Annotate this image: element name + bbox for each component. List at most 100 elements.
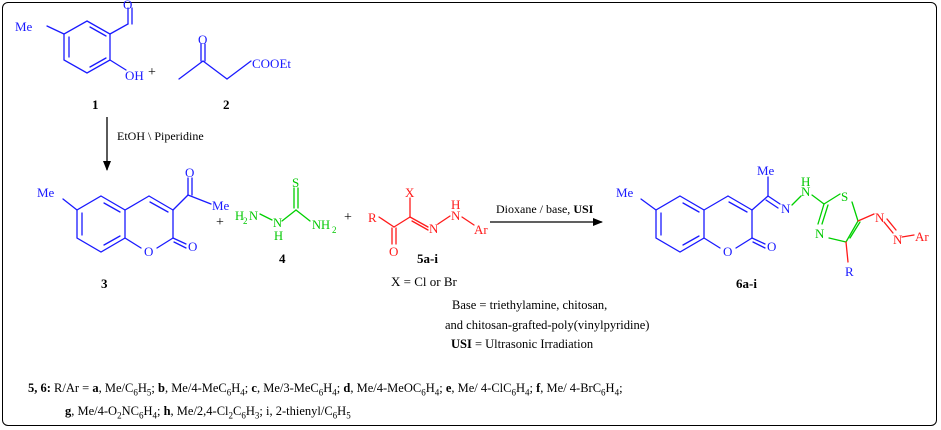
- c6-me-ring-label: Me: [616, 185, 634, 200]
- c4-nh-h: H: [274, 229, 283, 243]
- c6-ar-label: Ar: [915, 229, 929, 244]
- step2-conditions: Dioxane / base, USI: [496, 202, 594, 216]
- legend-fragment: 6: [332, 410, 338, 421]
- legend-fragment: 4: [240, 387, 245, 398]
- c4-nh2-sub: 2: [332, 225, 337, 235]
- c5-n2-label: N: [451, 208, 461, 223]
- step1-conditions: EtOH \ Piperidine: [117, 129, 204, 143]
- c6-imine-n-label: N: [781, 201, 791, 216]
- c1-o-label: O: [123, 0, 132, 12]
- legend-fragment: f: [536, 381, 541, 395]
- compound-3-structure: Me O O O Me 3: [37, 165, 230, 291]
- legend-fragment: 6: [511, 387, 516, 398]
- compound-5-structure: X R O N N H Ar 5a-i X = Cl or Br: [368, 185, 488, 289]
- legend-fragment: a: [92, 381, 99, 395]
- compound-1-number: 1: [92, 97, 99, 112]
- legend-fragment: H: [337, 404, 347, 418]
- legend-fragment: 6: [601, 387, 606, 398]
- legend-fragment: 6: [226, 387, 232, 398]
- usi-note: USI = Ultrasonic Irradiation: [451, 337, 594, 351]
- base-note-line1: Base = triethylamine, chitosan,: [452, 298, 608, 312]
- c6-nh-n-label: N: [801, 184, 811, 199]
- compound-2-structure: O COOEt 2: [178, 32, 291, 112]
- legend-fragment: b: [157, 381, 165, 395]
- legend-fragment: 2: [228, 410, 234, 421]
- c4-nh-n: N: [273, 216, 282, 230]
- plus-sign-1: +: [148, 65, 156, 80]
- c2-ester-label: COOEt: [252, 56, 291, 71]
- c4-h2n-n: N: [249, 209, 258, 223]
- legend-fragment: ;: [439, 381, 446, 395]
- compound-5-number: 5a-i: [417, 251, 438, 266]
- c3-acyl-o-label: O: [185, 165, 194, 180]
- compound-6-number: 6a-i: [736, 276, 757, 291]
- c6-azo-n1-label: N: [875, 210, 885, 225]
- c3-ring-o-label: O: [144, 244, 153, 259]
- legend-fragment: 6: [421, 387, 426, 398]
- legend-fragment: 4: [614, 387, 620, 398]
- legend-fragment: NC: [121, 404, 139, 418]
- legend-fragment: 6: [133, 387, 138, 398]
- legend-fragment: H: [515, 381, 525, 395]
- c5-x-definition: X = Cl or Br: [391, 274, 458, 289]
- legend-fragment: ;: [151, 381, 158, 395]
- legend-fragment: R/Ar =: [50, 381, 93, 395]
- legend-fragment: H: [425, 381, 435, 395]
- c5-o-label: O: [389, 244, 398, 259]
- c4-h2n-sub: 2: [243, 216, 248, 226]
- c4-s-label: S: [292, 175, 299, 190]
- c6-azo-n2-label: N: [893, 232, 903, 247]
- legend-fragment: g: [65, 404, 72, 418]
- substituent-legend-line1: 5, 6: R/Ar = a, Me/C6H5; b, Me/4-MeC6H4;…: [28, 381, 623, 398]
- legend-fragment: 5: [146, 387, 152, 398]
- c3-me-ring-label: Me: [37, 185, 55, 200]
- c6-s-label: S: [841, 189, 848, 204]
- compound-4-number: 4: [279, 251, 286, 266]
- legend-fragment: h: [163, 404, 171, 418]
- legend-fragment: 4: [152, 410, 157, 421]
- c5-ar-label: Ar: [474, 222, 488, 237]
- legend-fragment: C: [233, 404, 242, 418]
- legend-fragment: H: [245, 404, 255, 418]
- legend-fragment: ;: [336, 381, 344, 395]
- legend-fragment: 6: [138, 410, 144, 421]
- legend-fragment: ;: [244, 381, 252, 395]
- c2-o-label: O: [198, 32, 207, 47]
- c5-h-label: H: [451, 197, 460, 212]
- legend-fragment: H: [605, 381, 615, 395]
- legend-fragment: , Me/4-O: [71, 404, 118, 418]
- legend-fragment: 3: [254, 410, 260, 421]
- legend-fragment: H: [323, 381, 333, 395]
- legend-fragment: ;: [619, 381, 623, 395]
- figure-frame: [2, 2, 937, 426]
- legend-fragment: e: [445, 381, 452, 395]
- c5-x-label: X: [405, 185, 415, 200]
- legend-fragment: 4: [332, 387, 337, 398]
- legend-fragment: ;: [156, 404, 164, 418]
- legend-fragment: H: [231, 381, 241, 395]
- legend-fragment: ; i, 2-thienyl/C: [259, 404, 333, 418]
- compound-6-structure: Me Me O O N N H S N N N Ar R 6a-i: [616, 163, 929, 291]
- compound-3-number: 3: [101, 276, 108, 291]
- c6-me-top-label: Me: [757, 163, 775, 178]
- plus-sign-2: +: [216, 215, 224, 230]
- c1-oh-label: OH: [125, 68, 144, 83]
- legend-fragment: , Me/ 4-ClC: [451, 381, 512, 395]
- compound-2-number: 2: [223, 97, 230, 112]
- legend-fragment: , Me/3-MeC: [256, 381, 319, 395]
- legend-fragment: H: [143, 404, 153, 418]
- legend-fragment: , Me/C: [98, 381, 134, 395]
- legend-fragment: ;: [529, 381, 537, 395]
- c6-carbonyl-o-label: O: [767, 239, 776, 254]
- legend-fragment: , Me/4-MeOC: [350, 381, 422, 395]
- legend-fragment: 6: [318, 387, 324, 398]
- compound-4-structure: S H 2 N N H NH 2 4: [235, 175, 337, 266]
- legend-fragment: 5: [346, 410, 351, 421]
- compound-1-structure: Me O OH 1: [15, 0, 144, 112]
- legend-fragment: , Me/4-MeC: [164, 381, 227, 395]
- legend-fragment: 2: [117, 410, 122, 421]
- c3-me-acyl-label: Me: [212, 198, 230, 213]
- c6-ring-o-label: O: [723, 244, 732, 259]
- legend-fragment: 4: [525, 387, 530, 398]
